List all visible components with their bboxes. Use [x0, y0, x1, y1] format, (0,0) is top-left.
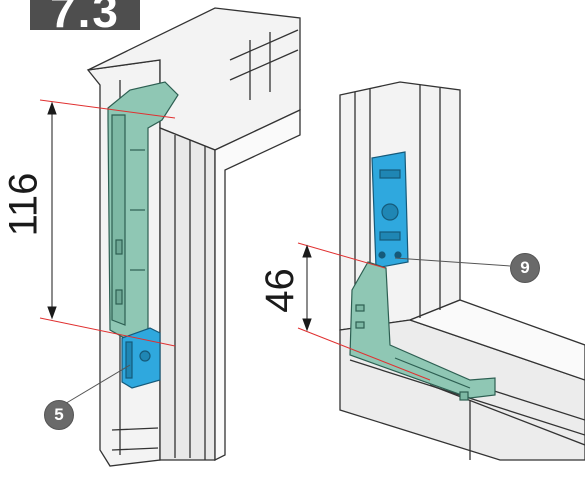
callout-5: 5: [44, 400, 74, 430]
right-dimension-arrow: [302, 244, 312, 332]
dimension-label-46: 46: [257, 268, 302, 313]
right-blue-part: [371, 151, 409, 269]
dimension-label-116: 116: [1, 172, 46, 237]
left-dimension-arrow: [47, 101, 57, 320]
step-number-badge: 7.3: [30, 0, 140, 30]
right-corner-hardware: [349, 261, 496, 401]
left-dimension-lines: [39, 99, 176, 347]
callout-leaders: [57, 257, 511, 409]
left-corner-hardware: [107, 81, 179, 341]
left-blue-part: [121, 327, 161, 389]
callout-9: 9: [510, 253, 540, 283]
right-dimension-lines: [297, 242, 431, 381]
